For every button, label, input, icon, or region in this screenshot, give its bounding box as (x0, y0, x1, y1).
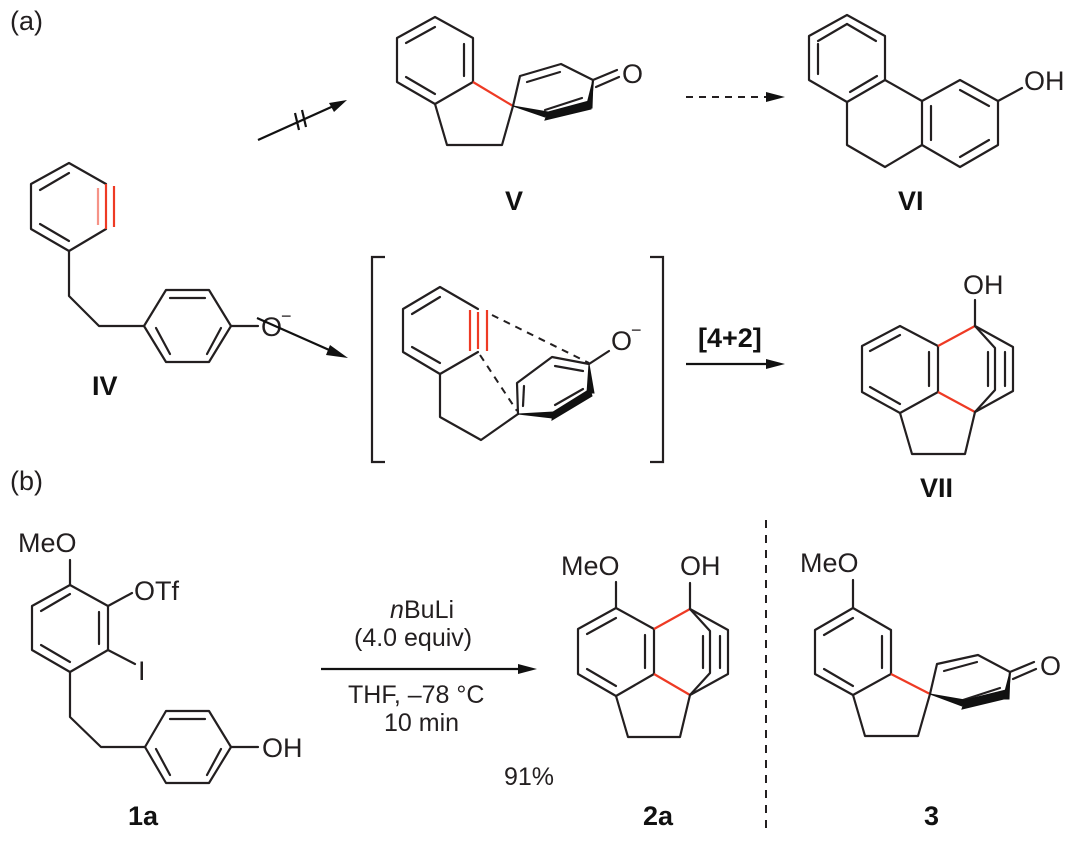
VI-hydroxyl: OH (1024, 66, 1065, 96)
label-VI: VI (898, 186, 924, 216)
reaction-time: 10 min (384, 709, 459, 737)
1a-iodo: I (138, 656, 146, 686)
reagent-prefix: n (390, 596, 404, 624)
new-spiro-bond (890, 673, 931, 695)
reagent-name: BuLi (404, 596, 454, 624)
yield: 91% (504, 763, 554, 791)
cycloaddition-arrow: [4+2] (686, 323, 785, 369)
compound-3: MeO O (800, 548, 1061, 738)
left-bracket (370, 255, 385, 464)
intermediate: O − (370, 255, 665, 464)
arrowhead (329, 100, 347, 112)
IV-oxide: O (261, 312, 282, 342)
3-carbonyl-oxygen: O (1040, 651, 1061, 681)
compound-IV: O − (29, 161, 292, 364)
label-2a: 2a (643, 801, 674, 831)
1a-triflate: OTf (134, 576, 179, 606)
2a-hydroxyl: OH (680, 551, 721, 581)
compound-1a: MeO OTf I OH (18, 528, 303, 785)
panel-label-a: (a) (10, 6, 43, 36)
compound-VII: OH (860, 270, 1015, 456)
intermediate-charge: − (631, 320, 642, 340)
VII-hydroxyl: OH (963, 270, 1004, 300)
compound-V: O (395, 15, 643, 147)
1a-methoxy: MeO (18, 528, 77, 558)
panel-label-b: (b) (10, 466, 43, 496)
2a-methoxy: MeO (561, 551, 620, 581)
reagent-equiv: (4.0 equiv) (354, 624, 472, 652)
label-IV: IV (92, 371, 118, 401)
label-VII: VII (920, 473, 953, 503)
V-carbonyl-oxygen: O (622, 59, 643, 89)
solvent-temperature: THF, –78 °C (348, 681, 484, 709)
1a-hydroxyl: OH (262, 733, 303, 763)
compound-2a: MeO OH (561, 551, 730, 739)
reaction-arrow: n BuLi (4.0 equiv) THF, –78 °C 10 min 91… (321, 596, 554, 791)
label-3: 3 (924, 801, 939, 831)
intermediate-oxide: O (611, 326, 632, 356)
IV-charge: − (281, 306, 292, 326)
3-methoxy: MeO (800, 548, 859, 578)
blocked-arrow (257, 100, 347, 142)
new-spiro-bond (472, 81, 514, 107)
right-bracket (650, 255, 665, 464)
cycloaddition-label: [4+2] (698, 323, 762, 353)
label-V: V (505, 186, 523, 216)
arrow-to-intermediate (256, 316, 348, 358)
compound-VI: OH (807, 13, 1065, 169)
label-1a: 1a (128, 801, 159, 831)
hypothetical-arrow (686, 92, 785, 102)
